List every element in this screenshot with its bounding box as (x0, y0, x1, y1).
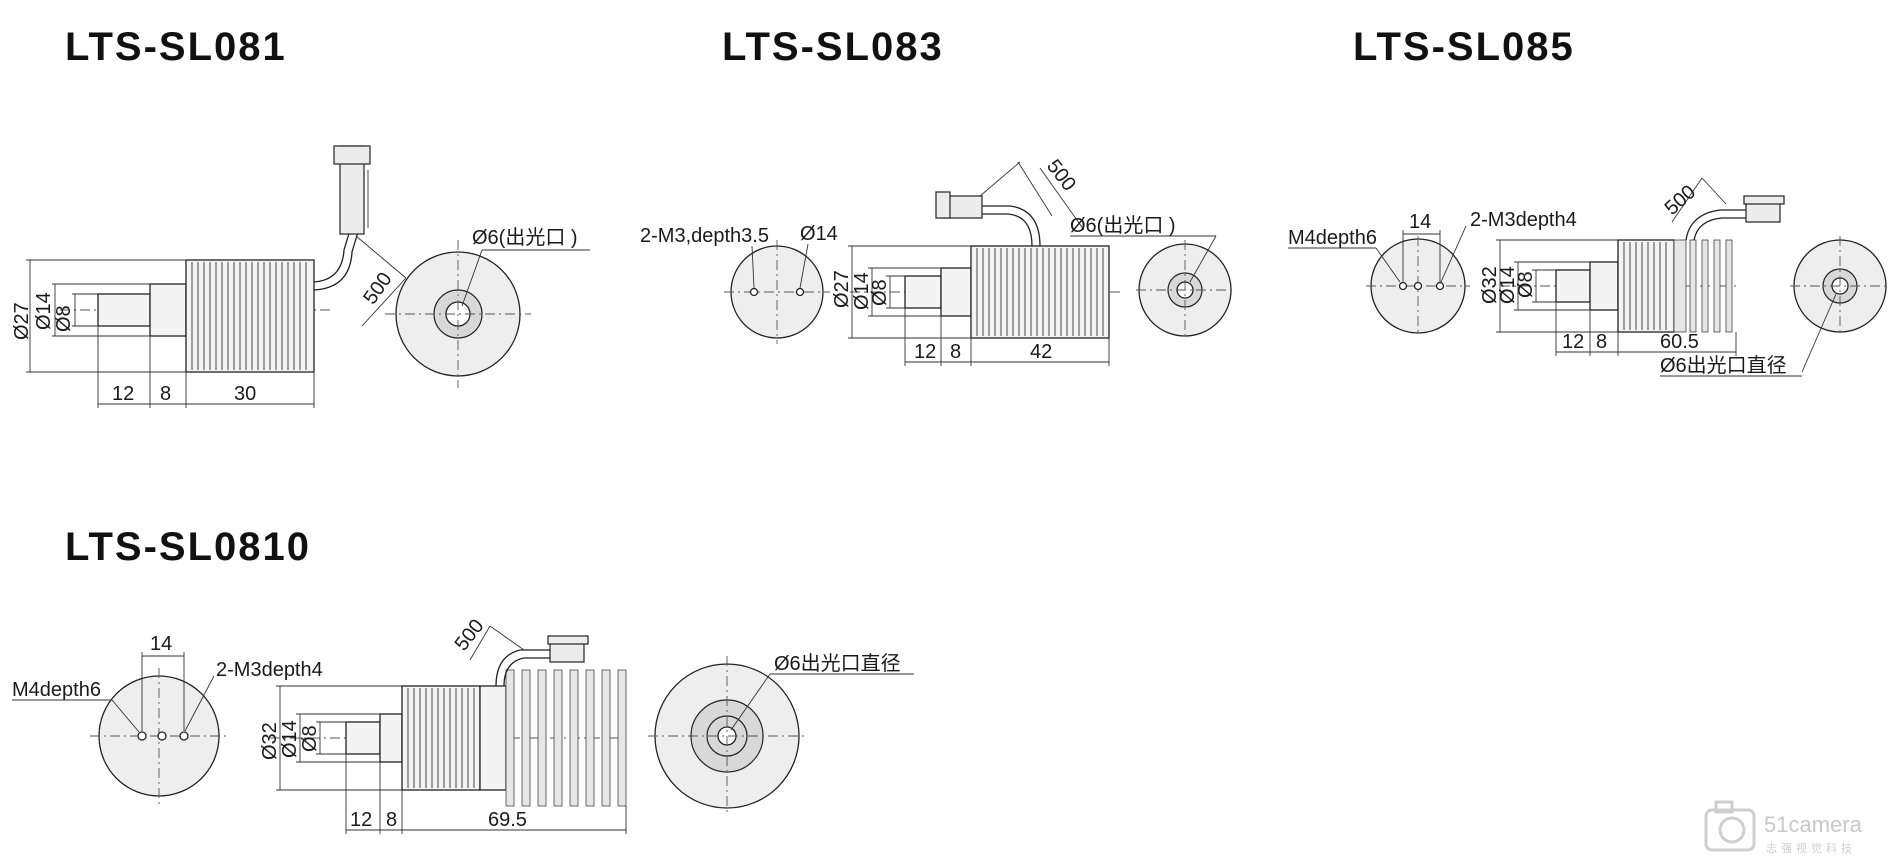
product-title: LTS-SL083 (722, 25, 944, 69)
dim-mid-diameter: Ø14 (33, 292, 55, 330)
heat-sink-fins (191, 262, 307, 370)
product-lts-sl0810: LTS-SL0810 14 M4depth6 2-M3depth4 (12, 525, 914, 834)
output-aperture-label: Ø6出光口直径 (1660, 354, 1787, 377)
dim-cable-length: 500 (451, 615, 489, 655)
rear-view: 2-M3,depth3.5 Ø14 (640, 223, 838, 344)
dim-cable-length: 500 (1661, 181, 1701, 220)
dim-tip-length: 12 (1562, 331, 1584, 353)
dim-outer-diameter: Ø32 (1479, 266, 1501, 304)
watermark-brand: 51camera (1764, 812, 1863, 837)
dim-tip-diameter: Ø8 (53, 305, 75, 332)
side-view: 500 Ø32 Ø14 Ø8 12 8 60.5 (1479, 177, 1785, 356)
product-title: LTS-SL085 (1353, 25, 1575, 69)
dim-outer-diameter: Ø27 (831, 270, 853, 308)
dim-mid-diameter: Ø14 (279, 720, 301, 758)
watermark: 51camera 志强视觉科技 (1704, 800, 1863, 855)
connector (1745, 201, 1781, 223)
watermark-subtitle: 志强视觉科技 (1766, 841, 1856, 855)
dim-tip-length: 12 (112, 383, 134, 405)
dim-body-length: 60.5 (1660, 331, 1699, 353)
rear-thread-label: 2-M3,depth3.5 (640, 225, 769, 247)
dim-tip-diameter: Ø8 (1515, 271, 1537, 298)
dim-body-length: 69.5 (488, 809, 527, 831)
side-view: 500 Ø27 Ø14 Ø8 12 8 42 (831, 156, 1120, 366)
front-view: Ø6(出光口 ) (385, 226, 590, 388)
dim-body-length: 30 (234, 383, 256, 405)
dim-collar-length: 8 (950, 341, 961, 363)
output-aperture-label: Ø6(出光口 ) (472, 226, 578, 249)
rear-hole-spacing: 14 (150, 633, 172, 655)
rear-thread-label: 2-M3depth4 (216, 659, 323, 681)
heat-sink-fins (1623, 242, 1667, 330)
output-aperture-label: Ø6出光口直径 (774, 652, 901, 675)
side-view: 500 Ø32 Ø14 Ø8 12 8 69.5 (259, 615, 630, 834)
dim-cable-length: 500 (1042, 156, 1080, 196)
dim-tip-length: 12 (914, 341, 936, 363)
front-view: Ø6出光口直径 (1660, 236, 1890, 377)
rear-view: 14 M4depth6 2-M3depth4 (1288, 209, 1577, 336)
product-lts-sl083: LTS-SL083 2-M3,depth3.5 Ø14 (640, 25, 1234, 366)
rear-hole-spacing: 14 (1409, 211, 1431, 233)
dim-outer-diameter: Ø32 (259, 722, 281, 760)
rear-hole-diameter: Ø14 (800, 223, 838, 245)
rear-center-thread-label: M4depth6 (1288, 227, 1377, 249)
dim-outer-diameter: Ø27 (11, 302, 33, 340)
front-view: Ø6(出光口 ) (1070, 214, 1234, 340)
dim-collar-length: 8 (1596, 331, 1607, 353)
camera-logo-icon (1704, 800, 1756, 852)
dim-mid-diameter: Ø14 (851, 272, 873, 310)
dim-tip-length: 12 (350, 809, 372, 831)
dim-tip-diameter: Ø8 (869, 279, 891, 306)
rear-view: 14 M4depth6 2-M3depth4 (12, 633, 323, 804)
product-lts-sl085: LTS-SL085 14 M4depth6 2-M3depth4 (1288, 25, 1890, 377)
front-view: Ø6出光口直径 (648, 652, 914, 816)
output-aperture-label: Ø6(出光口 ) (1070, 214, 1176, 237)
dim-body-length: 42 (1030, 341, 1052, 363)
dim-tip-diameter: Ø8 (299, 725, 321, 752)
dim-cable-length: 500 (359, 268, 396, 308)
product-title: LTS-SL081 (65, 25, 287, 69)
product-title: LTS-SL0810 (65, 525, 311, 569)
rear-center-thread-label: M4depth6 (12, 679, 101, 701)
rear-thread-label: 2-M3depth4 (1470, 209, 1577, 231)
heat-sink-fins (976, 248, 1104, 336)
side-view: 500 Ø27 Ø14 Ø8 12 8 30 (11, 145, 407, 408)
product-lts-sl081: LTS-SL081 (11, 25, 590, 408)
dim-collar-length: 8 (160, 383, 171, 405)
dim-collar-length: 8 (386, 809, 397, 831)
dim-mid-diameter: Ø14 (1497, 266, 1519, 304)
heat-sink-fins (407, 688, 475, 788)
